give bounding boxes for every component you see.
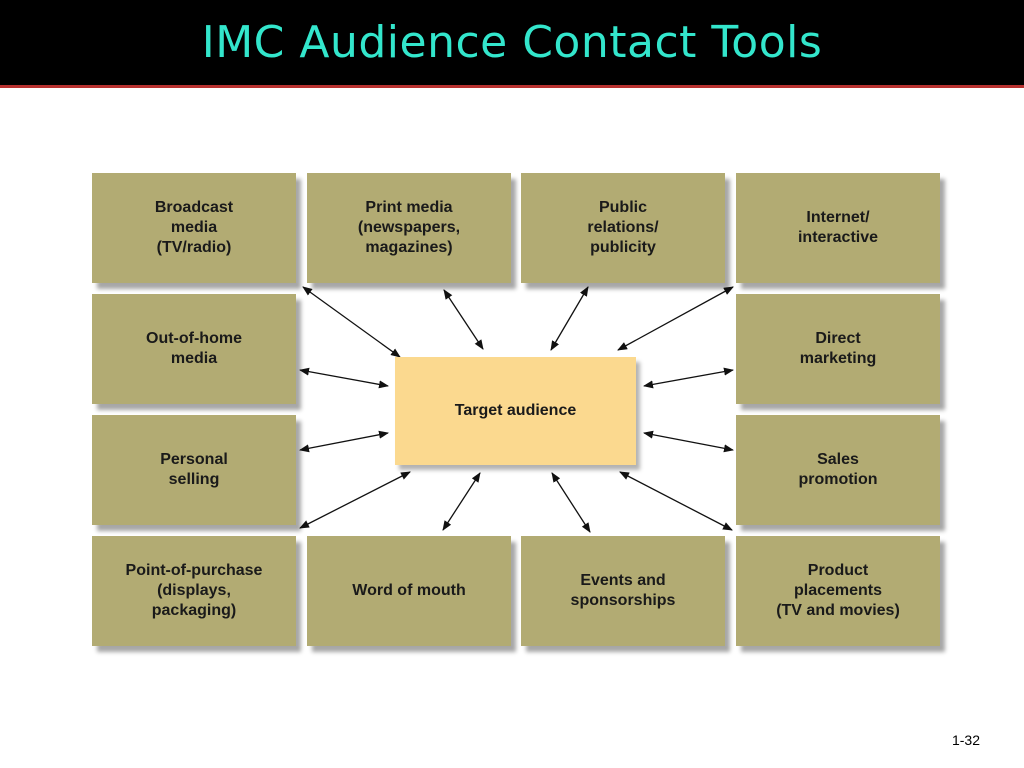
tool-label: Product placements (TV and movies) [776,562,900,619]
tool-label: Direct marketing [799,330,877,367]
tool-label: Sales promotion [798,451,878,488]
tool-label: Events and sponsorships [570,572,676,609]
tool-box-print: Print media (newspapers, magazines) [307,173,511,283]
tool-label: Public relations/ publicity [587,199,659,256]
arrow-broadcast [302,286,401,358]
tool-box-public-relations: Public relations/ publicity [521,173,725,283]
tool-label: Point-of-purchase (displays, packaging) [125,562,263,619]
arrow-wom [442,472,481,531]
arrow-pop [299,471,411,529]
page-number: 1-32 [951,732,980,748]
tool-box-internet: Internet/ interactive [736,173,940,283]
tool-box-point-of-purchase: Point-of-purchase (displays, packaging) [92,536,296,646]
tool-box-personal-selling: Personal selling [92,415,296,525]
arrow-print [443,289,484,350]
slide-title: IMC Audience Contact Tools [201,17,823,68]
tool-box-product-placements: Product placements (TV and movies) [736,536,940,646]
arrow-placement [619,471,733,531]
title-bar: IMC Audience Contact Tools [0,0,1024,88]
tool-box-out-of-home: Out-of-home media [92,294,296,404]
arrow-sales [643,430,734,453]
tool-box-direct-marketing: Direct marketing [736,294,940,404]
arrow-direct [643,367,734,389]
target-audience-box: Target audience [395,357,636,465]
tool-label: Print media (newspapers, magazines) [357,199,461,256]
arrow-pr [550,286,589,351]
tool-label: Broadcast media (TV/radio) [154,199,234,256]
arrow-ooh [299,367,389,389]
tool-label: Personal selling [160,451,228,488]
tool-box-broadcast: Broadcast media (TV/radio) [92,173,296,283]
tool-box-sales-promotion: Sales promotion [736,415,940,525]
arrow-selling [299,430,389,453]
tool-label: Out-of-home media [146,330,242,367]
tool-label: Internet/ interactive [797,209,879,246]
arrow-events [551,472,591,533]
tool-box-events-sponsorships: Events and sponsorships [521,536,725,646]
arrow-internet [617,286,734,351]
tool-box-word-of-mouth: Word of mouth [307,536,511,646]
target-audience-label: Target audience [454,402,577,419]
tool-label: Word of mouth [352,582,466,599]
